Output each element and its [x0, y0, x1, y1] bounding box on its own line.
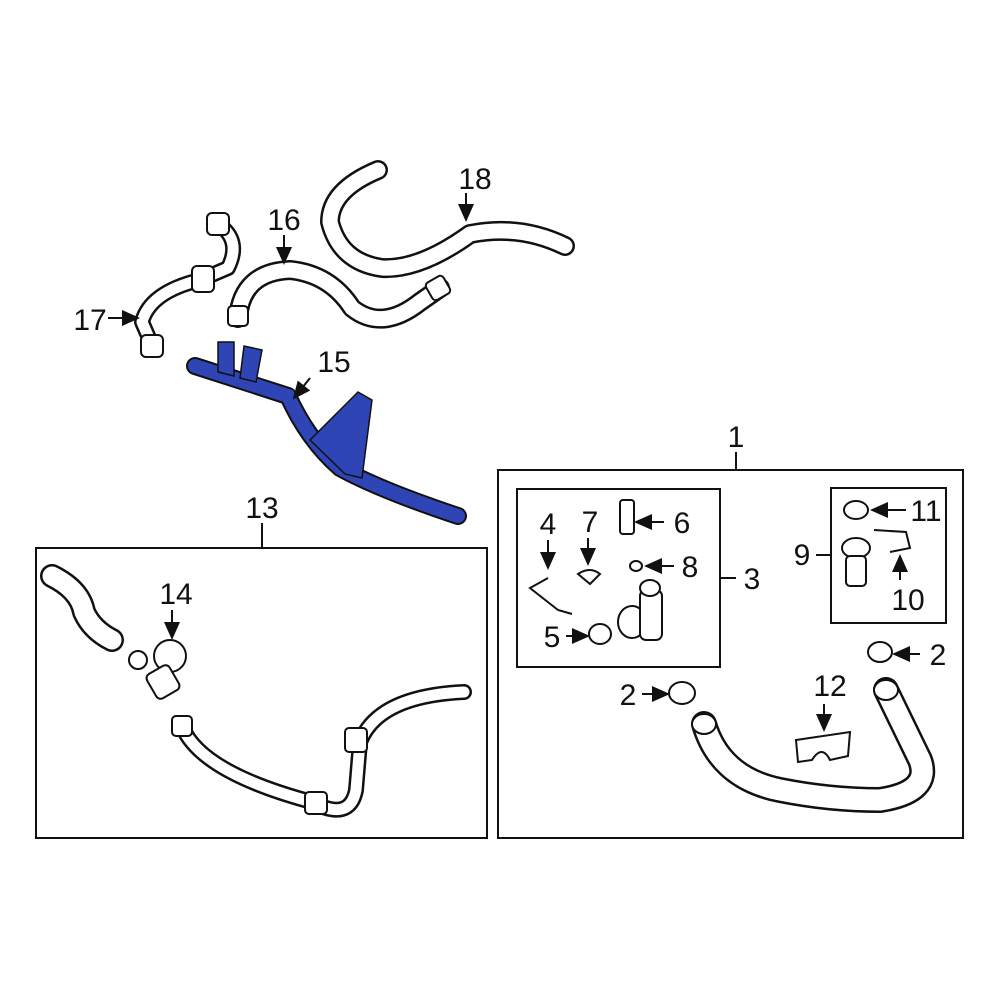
part-16-hose[interactable] [227, 260, 452, 329]
part-11-oring[interactable] [843, 500, 869, 520]
callout-8: 8 [682, 551, 699, 584]
part-13-hose-assembly[interactable] [40, 564, 472, 818]
callout-6: 6 [674, 507, 691, 540]
part-10-clip[interactable] [873, 529, 912, 553]
part-2-clamp-a[interactable] [668, 681, 696, 705]
callout-9: 9 [794, 539, 811, 572]
callout-3: 3 [744, 563, 761, 596]
callout-4: 4 [540, 508, 557, 541]
part-15-pipe-highlighted[interactable] [186, 341, 467, 525]
part-18-hose[interactable] [320, 160, 575, 279]
callout-10: 10 [891, 584, 924, 617]
part-4-clip[interactable] [528, 577, 573, 615]
group-1-box [497, 469, 964, 839]
part-1-hose[interactable] [691, 677, 936, 813]
callout-5: 5 [544, 621, 561, 654]
part-7-clip[interactable] [576, 569, 602, 586]
callout-16: 16 [267, 204, 300, 237]
callout-2-left: 2 [620, 679, 637, 712]
part-5-oring[interactable] [588, 623, 612, 645]
callout-15: 15 [317, 346, 350, 379]
callout-1: 1 [728, 421, 745, 454]
callout-12: 12 [813, 670, 846, 703]
callout-2-right: 2 [930, 639, 947, 672]
callout-14: 14 [159, 578, 192, 611]
part-2-clamp-b[interactable] [867, 641, 893, 663]
part-6-sensor[interactable] [619, 499, 635, 535]
part-9-connector[interactable] [841, 537, 871, 587]
leader-arrows [108, 193, 920, 732]
callout-18: 18 [458, 163, 491, 196]
callout-11: 11 [910, 495, 941, 528]
part-12-clip[interactable] [794, 730, 852, 764]
part-8-oring[interactable] [629, 560, 643, 572]
callout-13: 13 [245, 492, 278, 525]
part-17-tube[interactable] [134, 212, 242, 358]
part-14-valve[interactable] [128, 639, 187, 701]
part-3-housing[interactable] [617, 579, 663, 641]
callout-17: 17 [73, 304, 106, 337]
callout-7: 7 [582, 506, 599, 539]
